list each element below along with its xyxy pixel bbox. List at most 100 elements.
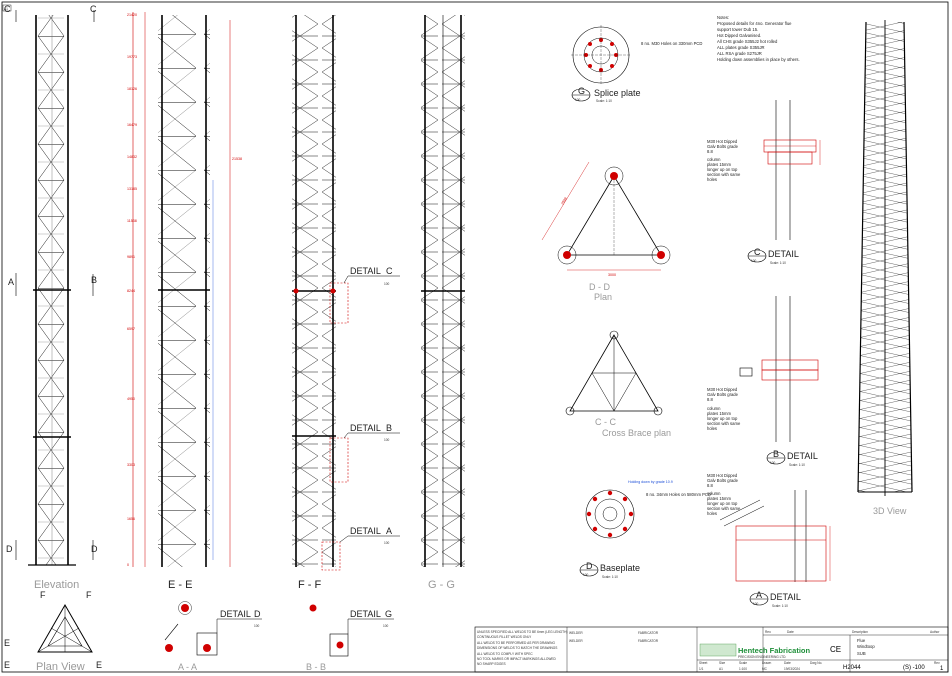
svg-text:G: G [385, 609, 392, 619]
3d-view-label: 3D View [873, 506, 907, 516]
svg-text:100: 100 [753, 602, 759, 606]
baseplate-detail: 8 no. 34mm Holes on 580mm PCD Holding do… [579, 480, 711, 579]
svg-text:WELDER: WELDER [569, 639, 583, 643]
svg-text:column: column [707, 406, 721, 411]
splice-holes-callout: 8 no. M30 Holes on 330mm PCD [641, 41, 702, 46]
svg-text:section with same: section with same [707, 506, 741, 511]
svg-text:column: column [707, 157, 721, 162]
section-f-f-view: DETAIL C 100 DETAIL B 100 DETAIL A 100 F… [292, 15, 400, 591]
svg-text:longer up on top: longer up on top [707, 501, 738, 506]
svg-text:G: G [578, 86, 585, 96]
svg-text:8.8: 8.8 [707, 397, 713, 402]
svg-text:DETAIL: DETAIL [350, 609, 381, 619]
svg-text:8244: 8244 [127, 289, 135, 293]
svg-text:18126: 18126 [127, 87, 137, 91]
section-marker-d-left: D [6, 540, 17, 560]
svg-text:section with same: section with same [707, 421, 741, 426]
plan-view: F F E E E Plan View [4, 590, 102, 673]
svg-text:NO TOOL MARKS OR IMPACT MARKIN: NO TOOL MARKS OR IMPACT MARKINGS ALLOWED [477, 657, 557, 661]
elevation-dims: 21420 19773 18126 16479 14832 13185 1153… [127, 13, 137, 567]
svg-text:FABRICATOR: FABRICATOR [638, 639, 659, 643]
svg-text:Scale: 1:10: Scale: 1:10 [789, 463, 805, 467]
svg-text:B: B [91, 275, 97, 285]
detail-g-callout[interactable]: DETAIL G 100 [347, 609, 394, 634]
svg-text:Galv Bolts grade: Galv Bolts grade [707, 144, 739, 149]
plan-side-dim: 3000 [608, 273, 616, 277]
svg-text:longer up on top: longer up on top [707, 416, 738, 421]
d-d-label: D - D [589, 282, 610, 292]
svg-text:Drawn: Drawn [762, 661, 771, 665]
svg-text:19773: 19773 [127, 55, 137, 59]
svg-text:NO SHARP EDGES: NO SHARP EDGES [477, 662, 506, 666]
svg-text:DIMENSIONS OF WELDS TO MATCH T: DIMENSIONS OF WELDS TO MATCH THE DRAWING… [477, 646, 557, 650]
svg-text:8.8: 8.8 [707, 483, 713, 488]
detail-b-label: B 100 DETAIL Scale: 1:10 [766, 449, 818, 467]
svg-text:Rev.: Rev. [765, 630, 771, 634]
svg-text:plates 15mm: plates 15mm [707, 162, 731, 167]
b-b-label: B - B [306, 662, 326, 672]
svg-text:plates 15mm: plates 15mm [707, 411, 731, 416]
svg-text:E: E [4, 660, 10, 670]
title-block: UNLESS SPECIFIED ALL WELDS TO BE 6mm (LE… [474, 626, 949, 673]
svg-text:3303: 3303 [127, 463, 135, 467]
svg-text:Galv Bolts grade: Galv Bolts grade [707, 478, 739, 483]
detail-c: M30 Hot Dipped Galv Bolts grade 8.8 colu… [707, 100, 821, 265]
section-a-a: A - A DETAIL D 100 [164, 601, 262, 672]
svg-text:A: A [8, 277, 14, 287]
svg-text:C: C [4, 4, 11, 14]
detail-callout-b[interactable]: DETAIL B 100 [343, 423, 400, 442]
company-name: Hentech Fabrication [738, 646, 811, 655]
svg-text:9891: 9891 [127, 255, 135, 259]
svg-text:Hot Dipped Galvanised.: Hot Dipped Galvanised. [717, 33, 761, 38]
svg-text:8.8: 8.8 [707, 149, 713, 154]
svg-text:DETAIL: DETAIL [787, 451, 818, 461]
svg-text:Sheet: Sheet [699, 661, 707, 665]
svg-text:Baseplate: Baseplate [600, 563, 640, 573]
svg-text:19/03/2024: 19/03/2024 [784, 667, 800, 671]
svg-text:ALL plates grade S355JR: ALL plates grade S355JR [717, 45, 765, 50]
plan-c-c-view: C - C Cross Brace plan [565, 330, 671, 438]
svg-text:D: D [91, 544, 98, 554]
svg-text:UNLESS SPECIFIED ALL WELDS TO: UNLESS SPECIFIED ALL WELDS TO BE 6mm (LE… [477, 630, 567, 634]
section-marker-b-right: B [91, 274, 97, 296]
svg-text:100: 100 [384, 541, 390, 545]
g-g-label: G - G [428, 579, 455, 591]
svg-text:Dwg No.: Dwg No. [810, 661, 822, 665]
svg-text:holes: holes [707, 511, 717, 516]
svg-text:Scale: 1:10: Scale: 1:10 [602, 575, 618, 579]
svg-text:ALL WELDS TO BE PERFORMED AS P: ALL WELDS TO BE PERFORMED AS PER DRAWING [477, 641, 555, 645]
elevation-view: C C A B D D Elevation [4, 4, 98, 591]
svg-text:B: B [386, 423, 392, 433]
svg-text:DETAIL: DETAIL [350, 423, 381, 433]
company-logo [699, 643, 737, 657]
svg-text:SUB: SUB [857, 651, 866, 656]
svg-text:1656: 1656 [127, 517, 135, 521]
svg-text:100: 100 [254, 624, 260, 628]
plan-d-d-view: 2598 3000 D - D Plan [541, 161, 671, 302]
detail-callout-a[interactable]: DETAIL A 100 [339, 526, 400, 545]
svg-text:100: 100 [383, 624, 389, 628]
svg-text:21420: 21420 [127, 13, 137, 17]
section-marker-d-right: D [91, 540, 98, 560]
plan-view-label: Plan View [36, 661, 85, 673]
svg-text:Galv Bolts grade: Galv Bolts grade [707, 392, 739, 397]
svg-text:longer up on top: longer up on top [707, 167, 738, 172]
ce-mark: CE [830, 645, 841, 654]
svg-text:D: D [6, 544, 13, 554]
svg-text:14832: 14832 [127, 155, 137, 159]
svg-text:Windtoop: Windtoop [857, 644, 875, 649]
svg-text:column: column [707, 491, 721, 496]
svg-text:C: C [754, 247, 761, 257]
detail-d-callout[interactable]: DETAIL D 100 [216, 609, 262, 633]
detail-callout-c[interactable]: DETAIL C 100 [343, 266, 400, 286]
section-marker-c-left: C [4, 4, 17, 22]
f-f-label: F - F [298, 579, 321, 591]
splice-plate-detail: 8 no. M30 Holes on 330mm PCD G 100 Splic… [571, 25, 702, 103]
section-b-b: B - B DETAIL G 100 [306, 604, 394, 672]
svg-text:support tower Dub 15.: support tower Dub 15. [717, 27, 758, 32]
view-3d: 3D View [857, 20, 913, 516]
svg-text:Holding down assemblies in pla: Holding down assemblies in place by othe… [717, 57, 800, 62]
svg-text:A1: A1 [719, 667, 723, 671]
svg-text:WELDER: WELDER [569, 631, 583, 635]
